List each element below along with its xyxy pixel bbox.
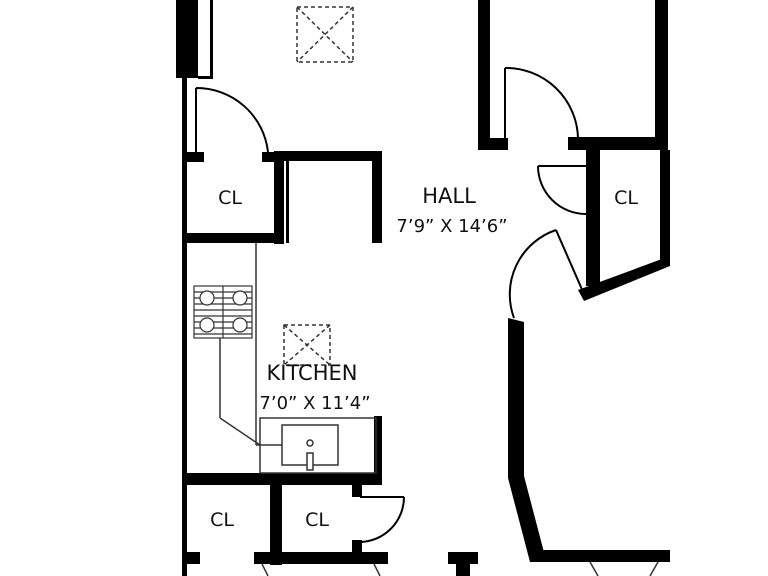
bottom-closet-divider	[270, 485, 282, 565]
shaft-inner-left	[286, 161, 289, 243]
bottom-center-stub-post	[456, 552, 470, 576]
bottom-right-door-leaf-2	[649, 561, 659, 576]
skylight-icon	[296, 6, 354, 63]
interior-lines	[219, 243, 659, 576]
door-swing	[195, 86, 269, 153]
walls	[176, 0, 670, 576]
shaft-top	[274, 151, 382, 161]
closet-right-wall	[274, 152, 284, 244]
closet-label-upper-left: CL	[218, 187, 242, 209]
bottom-right-wall	[530, 550, 670, 562]
door-swing	[504, 66, 579, 139]
door-swing	[508, 229, 557, 319]
hall-angled-wall	[508, 318, 546, 562]
bottom-closet-right-bottom	[254, 552, 388, 564]
upper-right-wall-bottom	[568, 137, 668, 150]
bottom-door-leaf-1	[261, 563, 269, 576]
left-exterior-wall	[176, 0, 198, 78]
kitchen-right-jamb	[374, 416, 382, 485]
sink-icon	[281, 424, 339, 471]
kitchen-name: KITCHEN	[267, 361, 358, 385]
doors	[195, 66, 587, 543]
hall-dimensions: 7’9” X 14’6”	[396, 216, 507, 237]
bottom-right-door-leaf-1	[589, 561, 599, 576]
bottom-closet-door-jamb-top	[352, 485, 362, 497]
door-swing	[537, 165, 587, 215]
upper-right-wall-left	[478, 0, 490, 150]
closet-top-wall-right	[262, 152, 282, 162]
kitchen-dimensions: 7’0” X 11’4”	[259, 393, 370, 414]
window-sill	[198, 76, 213, 79]
bottom-door-leaf-2	[373, 563, 381, 576]
door-leaf	[555, 229, 585, 295]
closet-label-right: CL	[614, 187, 638, 209]
stove-icon	[193, 285, 253, 339]
bottom-closet-door-jamb-bottom	[352, 540, 362, 552]
upper-right-wall-right	[655, 0, 668, 150]
shaft-right	[372, 151, 382, 243]
closet-label-bottom-left: CL	[210, 509, 234, 531]
closet-top-wall-left	[182, 152, 204, 162]
upper-right-wall-stub	[478, 138, 508, 150]
bottom-closet-left-bottom	[182, 552, 200, 564]
door-swing	[359, 496, 405, 543]
kitchen-counter-top	[259, 417, 377, 474]
hall-name: HALL	[422, 184, 476, 208]
skylight-icon	[283, 324, 331, 366]
right-closet-right-wall	[660, 150, 670, 262]
right-closet-left-wall	[586, 150, 600, 286]
closet-bottom-wall	[182, 233, 284, 243]
labels: HALL 7’9” X 14’6” KITCHEN 7’0” X 11’4” C…	[210, 184, 638, 531]
left-exterior-wall-thin	[182, 78, 187, 576]
closet-label-bottom-middle: CL	[305, 509, 329, 531]
window-jamb	[210, 0, 213, 78]
kitchen-bottom-wall	[182, 473, 380, 485]
kitchen-counter-diagonal	[219, 417, 261, 446]
right-closet-angled-wall	[578, 256, 670, 301]
